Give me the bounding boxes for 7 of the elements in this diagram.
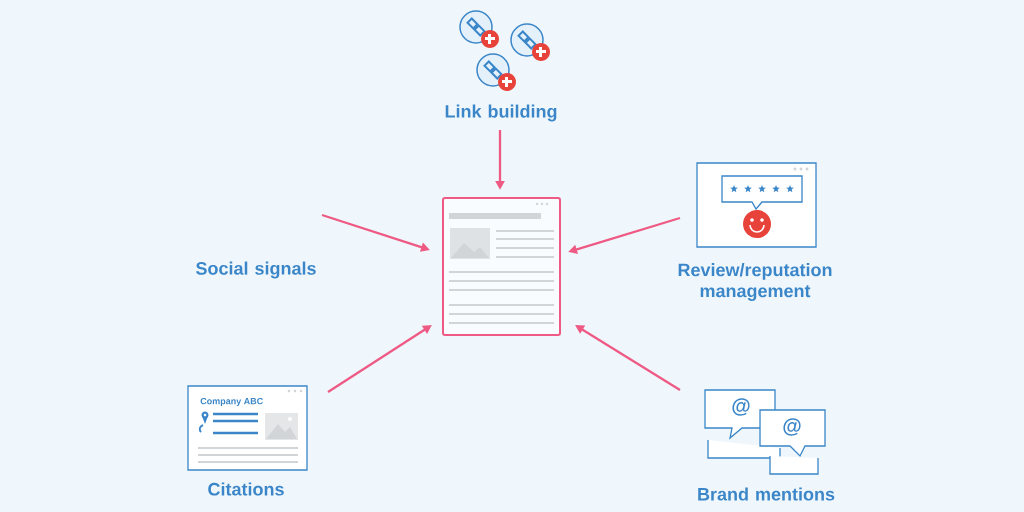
node-label: Review/reputation management bbox=[678, 263, 832, 301]
node-label: Social signals bbox=[196, 261, 316, 279]
node-label: Citations bbox=[208, 482, 284, 496]
node-label: Brand mentions bbox=[698, 487, 835, 501]
node-label: Link building bbox=[445, 104, 557, 122]
at-sign: @ bbox=[783, 418, 801, 436]
company-name: Company ABC bbox=[200, 397, 263, 407]
